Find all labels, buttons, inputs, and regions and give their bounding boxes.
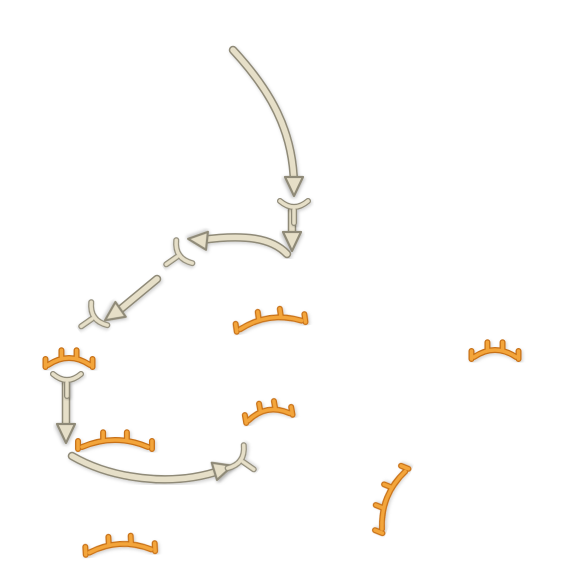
- arrow-to-left-receptor-head: [186, 230, 209, 251]
- arrow-diagonal-left: [103, 274, 162, 322]
- arrow-to-left-receptor: [186, 230, 292, 259]
- marker-left: [42, 347, 96, 370]
- connector-markers: [50, 198, 311, 473]
- marker-lower-left: [75, 429, 155, 452]
- receptor-left-middle: [78, 299, 111, 330]
- arrow-top-descent: [228, 45, 305, 198]
- receptor-left-stem: [50, 371, 84, 399]
- arrow-bottom-sweep: [67, 451, 234, 484]
- orange-markers: [42, 305, 522, 558]
- arrow-short-down-head: [281, 230, 303, 253]
- marker-lower-center: [241, 398, 296, 426]
- marker-center: [232, 305, 309, 335]
- arrow-left-descent-head: [55, 422, 77, 445]
- arrow-top-descent-head: [283, 175, 305, 198]
- marker-rotated: [371, 462, 412, 537]
- receptor-top: [277, 198, 311, 226]
- arrow-diagonal-left-head: [103, 300, 127, 322]
- receptor-left-upper: [163, 237, 196, 268]
- marker-bottom: [82, 532, 159, 558]
- receptor-bottom-right: [224, 442, 257, 473]
- signal-paths: [55, 45, 305, 484]
- marker-right: [468, 339, 522, 362]
